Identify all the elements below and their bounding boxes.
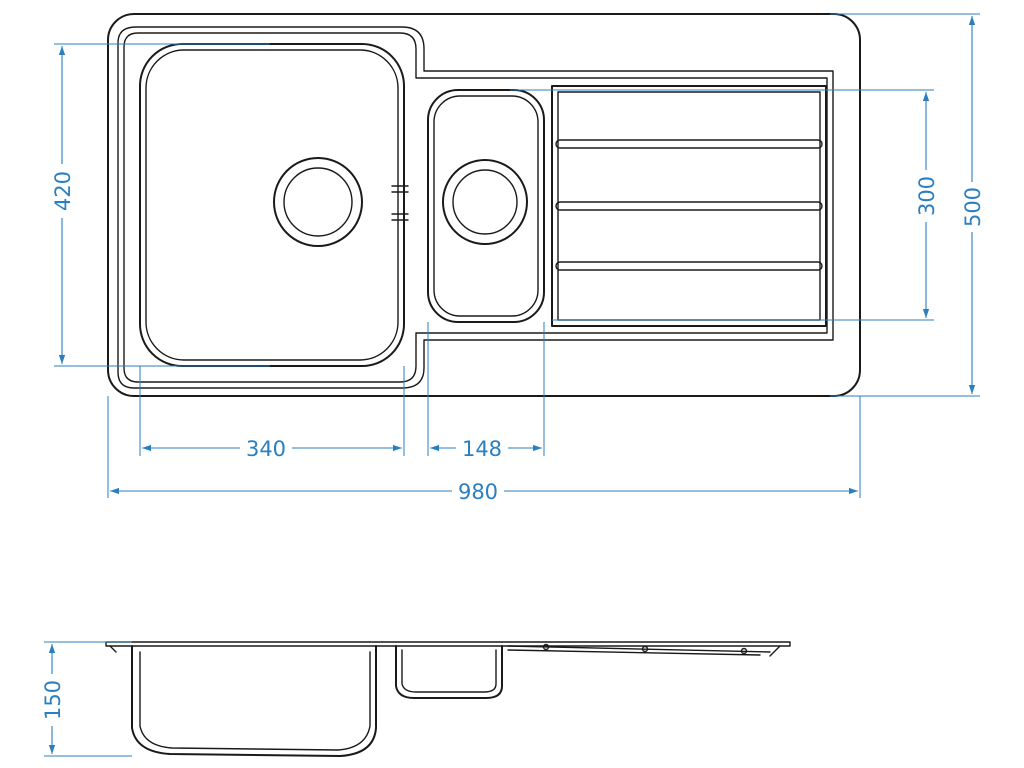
half-bowl — [427, 89, 545, 323]
side-rim-lip — [109, 645, 781, 657]
top-view — [107, 13, 861, 397]
dim-label-main-bowl-width: 340 — [246, 437, 286, 461]
dim-label-drainer-depth: 300 — [915, 176, 939, 216]
sink-inner-rim — [117, 26, 834, 389]
main-bowl — [139, 43, 405, 367]
dim-label-overall-depth: 500 — [961, 187, 985, 227]
side-half-bowl — [395, 645, 503, 699]
dim-label-overall-width: 980 — [458, 480, 498, 504]
drainer-panel — [551, 85, 827, 327]
drainer-groove-3 — [555, 261, 823, 271]
half-bowl-inner — [433, 95, 539, 317]
dimension-lines — [44, 13, 980, 757]
side-main-bowl-inner — [139, 651, 371, 751]
dimension-labels: 980 340 148 420 300 500 150 — [41, 171, 985, 720]
half-bowl-drain-inner — [452, 169, 518, 235]
side-top-plate — [105, 641, 791, 647]
side-main-bowl — [131, 645, 377, 757]
sink-outer-edge — [107, 13, 861, 397]
drainer-panel-inner — [557, 91, 821, 321]
dim-label-half-bowl-width: 148 — [462, 437, 502, 461]
drainer-groove-2 — [555, 201, 823, 211]
side-drainer-rivets — [542, 643, 748, 655]
dim-label-bowl-height: 150 — [41, 680, 65, 720]
side-drainer-slope — [507, 645, 771, 656]
side-half-bowl-inner — [401, 649, 497, 693]
main-bowl-inner — [145, 49, 399, 361]
main-bowl-drain-outer — [273, 157, 363, 247]
side-view — [105, 641, 791, 757]
dim-label-main-bowl-depth: 420 — [51, 171, 75, 211]
half-bowl-drain-outer — [442, 159, 528, 245]
drainer-groove-1 — [555, 139, 823, 149]
overflow-slots — [391, 185, 409, 221]
main-bowl-drain-inner — [283, 167, 353, 237]
